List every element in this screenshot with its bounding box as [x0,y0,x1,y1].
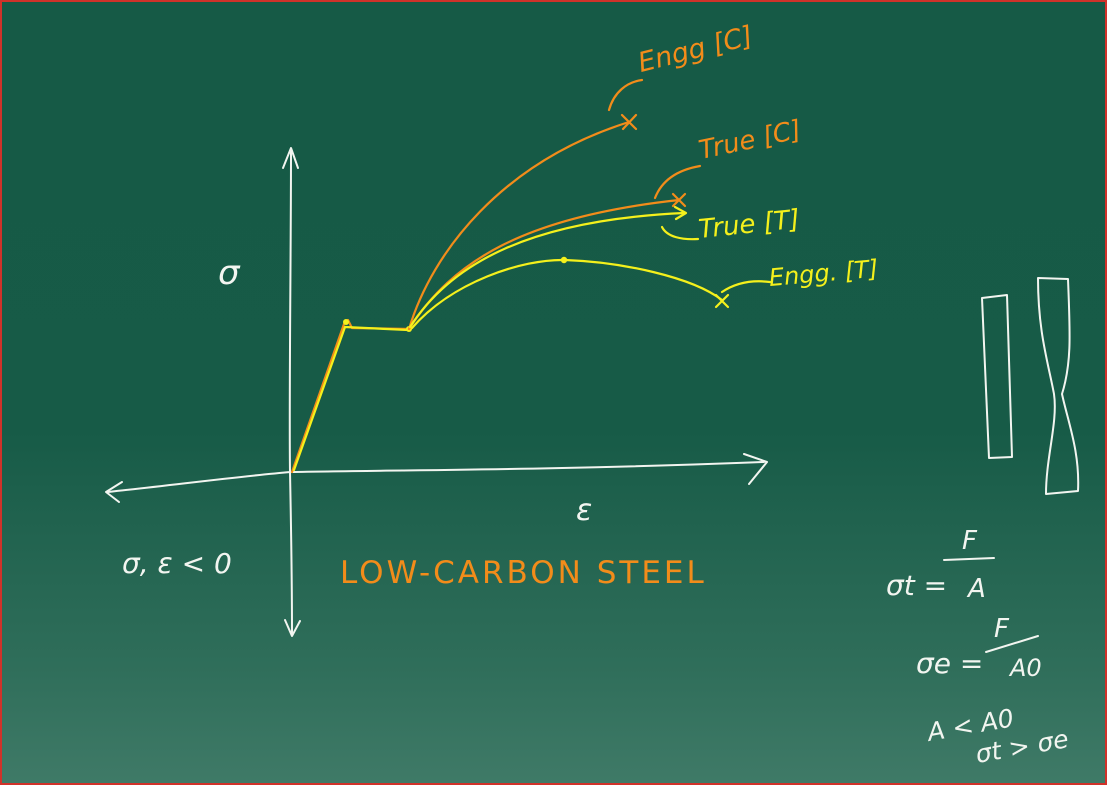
true-stress-fraction-bar [943,557,995,561]
true-stress-denominator: A [968,574,986,604]
uniform-specimen [981,294,1013,459]
engg-stress-numerator: F [994,614,1009,644]
x-axis-label: ε [576,493,593,528]
elastic-region-line-yellow [292,325,410,472]
ultimate-strength-point [560,256,568,264]
true-stress-numerator: F [962,526,977,556]
x-axis-arrowhead [743,453,768,485]
engg-stress-fraction-bar [985,635,1039,653]
engg-compression-curve [407,120,631,331]
specimens [981,277,1080,495]
y-axis-down-arrowhead [284,619,301,637]
engg-stress-lhs: σe = [916,647,984,680]
axes [105,147,768,637]
true-tension-leader [660,225,700,241]
label-leaders [607,78,772,294]
y-axis-arrowhead [282,147,299,169]
x-axis-left-arrowhead [105,481,123,503]
engg-tension-end-mark [714,293,730,309]
negative-quadrant-note: σ, ε < 0 [122,547,232,580]
true-compression-curve [407,198,681,331]
true-compression-leader [653,164,702,200]
true-tension-curve [408,211,686,329]
true-compression-end-mark [671,192,687,208]
true-tension-end-arrow [673,205,688,221]
engg-compression-leader [607,78,644,112]
x-axis [107,461,765,493]
curves [290,113,730,474]
true-stress-lhs: σt = [886,569,948,602]
y-axis-label: σ [218,253,240,293]
upper-yield-point [343,319,349,325]
elastic-region-line [290,318,411,474]
engg-stress-denominator: A0 [1010,654,1042,682]
necked-specimen [1037,277,1080,495]
material-title: LOW-CARBON STEEL [340,555,707,591]
y-axis [288,149,293,635]
engg-compression-end-mark [620,113,638,131]
engg-tension-leader [720,280,772,294]
engg-tension-curve [410,258,724,330]
